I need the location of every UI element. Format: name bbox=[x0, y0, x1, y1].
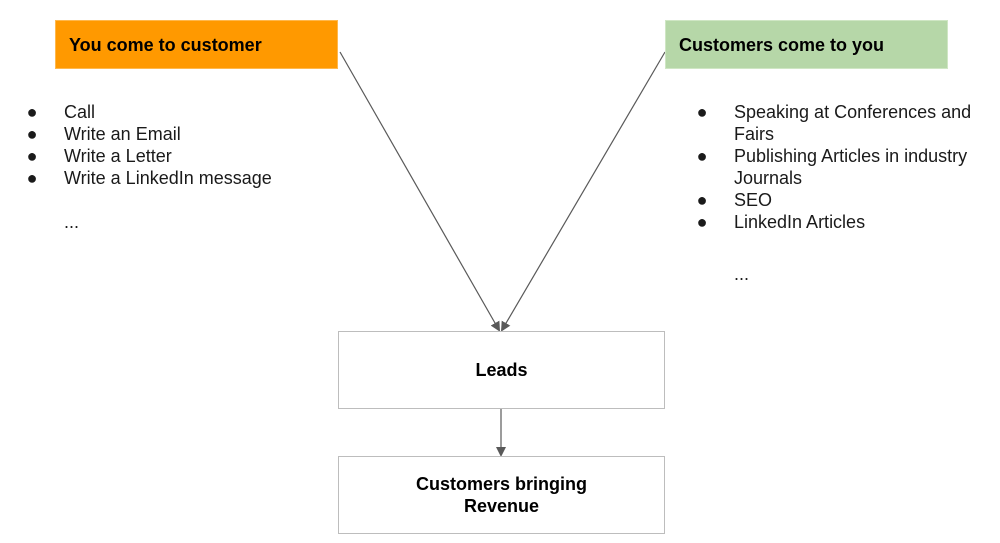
list-item: ●LinkedIn Articles bbox=[692, 211, 992, 233]
bullet-icon: ● bbox=[26, 102, 38, 122]
inbound-methods-list: ●Speaking at Conferences and Fairs ●Publ… bbox=[692, 101, 992, 233]
bullet-icon: ● bbox=[26, 168, 38, 188]
node-label: You come to customer bbox=[69, 34, 262, 55]
node-you-come-to-customer[interactable]: You come to customer bbox=[55, 20, 338, 69]
node-label: Customers come to you bbox=[679, 34, 885, 55]
edge-you-come-to-leads bbox=[339, 51, 500, 332]
list-item: ●Write a LinkedIn message bbox=[22, 167, 342, 189]
node-customers-bringing-revenue[interactable]: Customers bringing Revenue bbox=[338, 456, 665, 534]
bullet-icon: ● bbox=[696, 190, 708, 210]
edge-customers-come-to-leads bbox=[500, 51, 666, 332]
node-leads[interactable]: Leads bbox=[338, 331, 665, 409]
node-customers-come-to-you[interactable]: Customers come to you bbox=[665, 20, 948, 69]
node-label: Leads bbox=[475, 360, 528, 380]
bullet-icon: ● bbox=[26, 124, 38, 144]
list-item: ●SEO bbox=[692, 189, 992, 211]
bullet-icon: ● bbox=[696, 102, 708, 122]
node-label: Customers bringing Revenue bbox=[415, 474, 587, 516]
list-item: ●Speaking at Conferences and Fairs bbox=[692, 101, 992, 145]
list-item: ●Call bbox=[22, 101, 342, 123]
outbound-methods-list: ●Call ●Write an Email ●Write a Letter ●W… bbox=[22, 101, 342, 189]
bullet-icon: ● bbox=[696, 146, 708, 166]
list-more-ellipsis: ... bbox=[734, 264, 750, 284]
bullet-icon: ● bbox=[696, 212, 708, 232]
list-item: ●Write an Email bbox=[22, 123, 342, 145]
list-more-ellipsis: ... bbox=[64, 212, 80, 232]
list-item: ●Publishing Articles in industry Journal… bbox=[692, 145, 992, 189]
bullet-icon: ● bbox=[26, 146, 38, 166]
list-item: ●Write a Letter bbox=[22, 145, 342, 167]
